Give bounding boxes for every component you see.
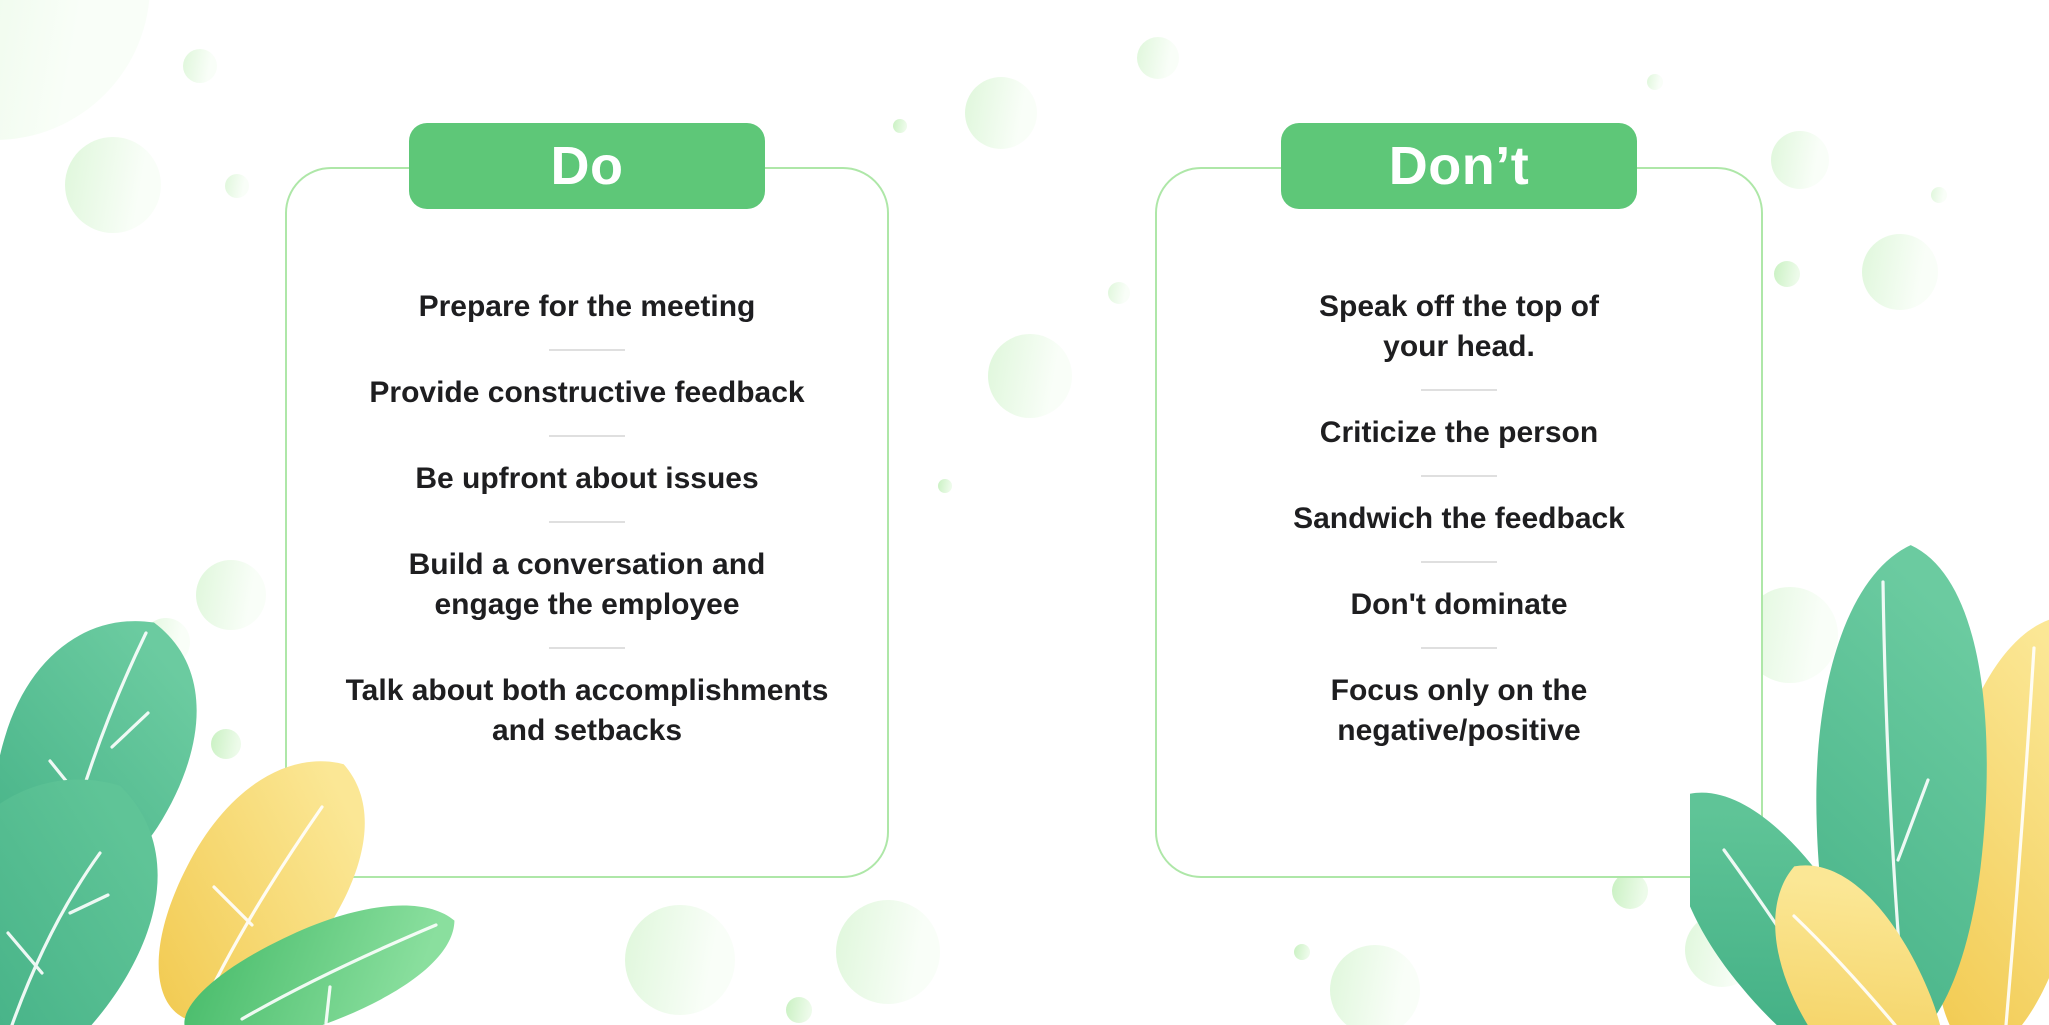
background-circle: [1294, 944, 1310, 960]
background-circle: [988, 334, 1072, 418]
background-circle: [183, 49, 217, 83]
background-circle: [1330, 945, 1420, 1025]
background-circle: [836, 900, 940, 1004]
background-circle: [893, 119, 907, 133]
list-item: Don't dominate: [1350, 588, 1568, 621]
item-divider: [1421, 561, 1497, 563]
background-circle: [1612, 873, 1648, 909]
bottom-right-leaves-illustration: [1690, 542, 2049, 1025]
bottom-left-leaves-illustration: [0, 595, 470, 1025]
item-divider: [1421, 389, 1497, 391]
dont-card-title: Don’t: [1388, 136, 1530, 196]
item-divider: [549, 521, 625, 523]
list-item: Criticize the person: [1319, 416, 1599, 449]
background-circle: [1137, 37, 1179, 79]
background-circle: [1931, 187, 1947, 203]
background-circle: [196, 560, 266, 630]
background-circle: [625, 905, 735, 1015]
list-item: Prepare for the meeting: [418, 290, 756, 323]
list-item: Speak off the top of your head.: [1319, 290, 1599, 363]
background-circle: [1774, 261, 1800, 287]
background-circle: [65, 137, 161, 233]
do-card-header: Do: [409, 123, 765, 209]
background-circle: [1108, 282, 1130, 304]
do-list: Prepare for the meeting Provide construc…: [287, 169, 887, 751]
dont-list: Speak off the top of your head. Criticiz…: [1157, 169, 1761, 751]
list-item: Focus only on the negative/positive: [1330, 674, 1588, 747]
dont-card: Don’t Speak off the top of your head. Cr…: [1155, 123, 1763, 878]
background-circle: [225, 174, 249, 198]
do-card: Do Prepare for the meeting Provide const…: [285, 123, 889, 878]
item-divider: [1421, 647, 1497, 649]
list-item: Be upfront about issues: [415, 462, 759, 495]
background-circle: [1771, 131, 1829, 189]
item-divider: [549, 647, 625, 649]
background-circle: [1647, 74, 1663, 90]
item-divider: [549, 435, 625, 437]
background-circle: [1862, 234, 1938, 310]
list-item: Build a conversation and engage the empl…: [408, 548, 766, 621]
background-circle: [211, 729, 241, 759]
item-divider: [549, 349, 625, 351]
dont-card-header: Don’t: [1281, 123, 1637, 209]
do-card-title: Do: [550, 136, 624, 196]
background-circle: [0, 0, 150, 140]
item-divider: [1421, 475, 1497, 477]
background-circle: [786, 997, 812, 1023]
list-item: Provide constructive feedback: [369, 376, 805, 409]
list-item: Sandwich the feedback: [1293, 502, 1625, 535]
background-circle: [965, 77, 1037, 149]
list-item: Talk about both accomplishments and setb…: [345, 674, 829, 747]
background-circle: [938, 479, 952, 493]
